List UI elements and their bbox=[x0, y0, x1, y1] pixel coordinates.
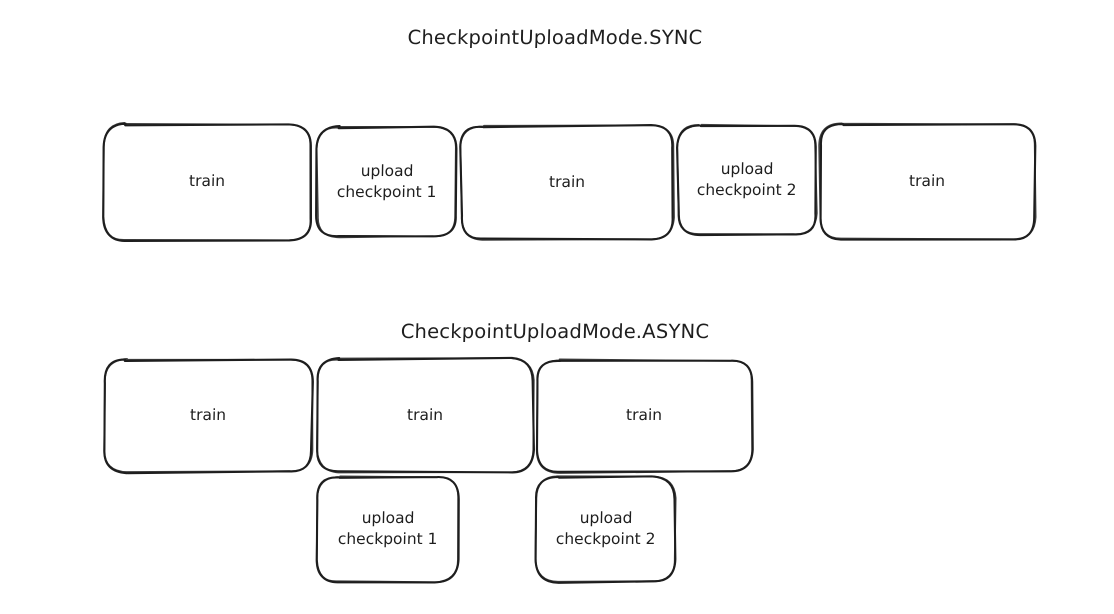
node-label: train bbox=[406, 405, 444, 424]
section-title-sync: CheckpointUploadMode.SYNC bbox=[407, 26, 703, 49]
node-async-train-1[interactable]: train bbox=[103, 358, 314, 475]
node-sync-train-3[interactable]: train bbox=[818, 122, 1037, 241]
node-sync-upload-checkpoint-2[interactable]: upload checkpoint 2 bbox=[676, 123, 818, 237]
node-label: train bbox=[189, 406, 227, 425]
node-async-train-3[interactable]: train bbox=[535, 358, 754, 474]
section-title-async: CheckpointUploadMode.ASYNC bbox=[400, 320, 710, 343]
node-async-upload-checkpoint-1[interactable]: upload checkpoint 1 bbox=[315, 475, 460, 584]
node-label: upload checkpoint 1 bbox=[336, 161, 437, 201]
node-sync-train-2[interactable]: train bbox=[459, 124, 675, 241]
node-sync-train-1[interactable]: train bbox=[102, 122, 313, 243]
node-label: train bbox=[189, 172, 226, 191]
node-async-upload-checkpoint-2[interactable]: upload checkpoint 2 bbox=[534, 475, 677, 584]
node-label: upload checkpoint 2 bbox=[555, 509, 656, 549]
node-async-train-2[interactable]: train bbox=[316, 356, 535, 474]
node-sync-upload-checkpoint-1[interactable]: upload checkpoint 1 bbox=[315, 125, 458, 239]
node-label: upload checkpoint 1 bbox=[337, 509, 438, 549]
node-label: upload checkpoint 2 bbox=[696, 159, 797, 199]
node-label: train bbox=[626, 406, 663, 425]
node-label: train bbox=[548, 172, 586, 191]
node-label: train bbox=[909, 171, 946, 190]
